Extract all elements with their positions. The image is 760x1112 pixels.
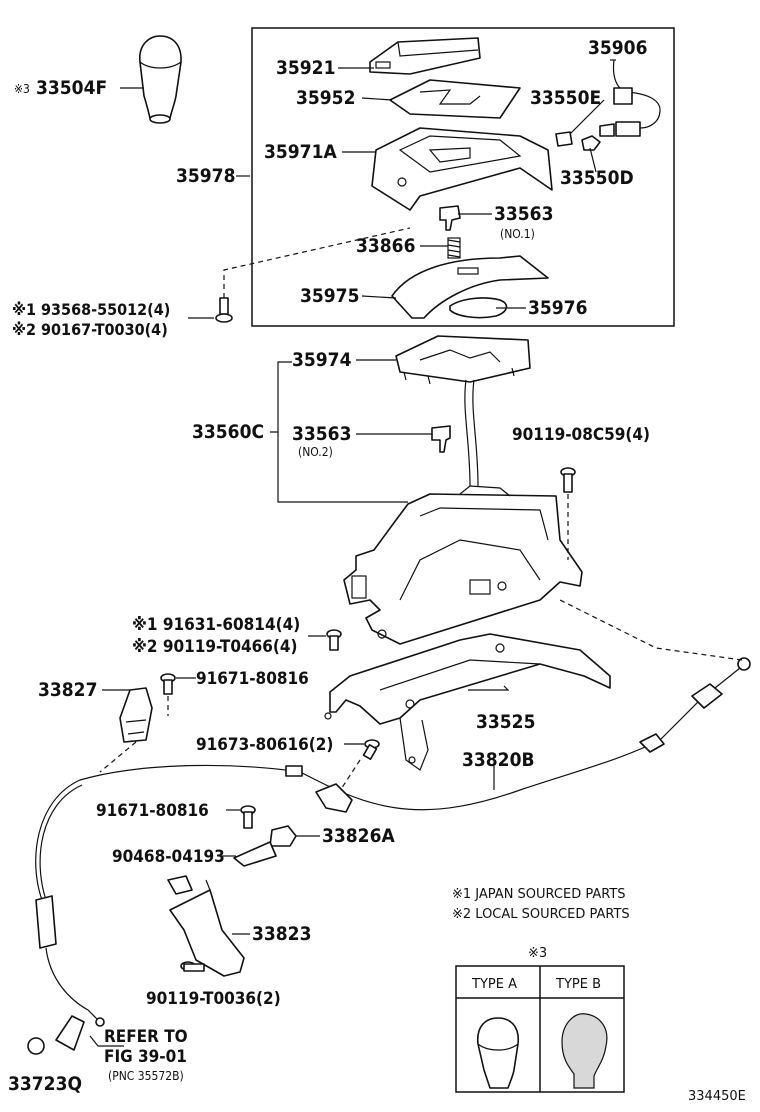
part-33550D-drawing — [581, 135, 601, 151]
label-33826A: 33826A — [322, 825, 395, 847]
cable-dash-upper — [559, 599, 743, 661]
part-35974-drawing — [395, 335, 531, 385]
label-35976: 35976 — [528, 297, 587, 319]
part-33563-no1-drawing — [439, 205, 461, 231]
mark-3-label: ※3 — [14, 82, 30, 96]
label-33550D: 33550D — [560, 167, 634, 189]
label-35952: 35952 — [296, 87, 355, 109]
label-33866: 33866 — [356, 235, 415, 257]
shift-knob-drawing — [139, 35, 182, 124]
part-35975-drawing — [391, 255, 549, 319]
part-33550E-drawing — [555, 131, 573, 147]
label-33525: 33525 — [476, 711, 535, 733]
part-90468-drawing — [167, 875, 193, 895]
label-91671-b: 91671-80816 — [96, 801, 209, 821]
bolt-91671b-drawing — [240, 805, 256, 829]
label-35921: 35921 — [276, 57, 335, 79]
leader-lines — [89, 59, 616, 1047]
label-35906: 35906 — [588, 37, 647, 59]
label-33563-no2: 33563 — [292, 423, 351, 445]
bolt-91671a-drawing — [160, 673, 176, 695]
part-33866-drawing — [447, 237, 461, 259]
shift-housing-drawing — [343, 379, 583, 645]
label-33820B: 33820B — [462, 749, 535, 771]
bolt-93568-drawing — [215, 297, 233, 323]
bolt-90119-T0036-drawing — [180, 961, 205, 972]
part-35906-drawing — [599, 59, 661, 137]
label-33723Q: 33723Q — [8, 1073, 82, 1095]
label-33827: 33827 — [38, 679, 97, 701]
label-bolt-90119-T0466: ※2 90119-T0466(4) — [132, 637, 298, 657]
part-35976-drawing — [449, 297, 508, 319]
part-33827-drawing — [119, 687, 153, 743]
inset-type-a-label: TYPE A — [471, 977, 517, 992]
part-35952-drawing — [389, 79, 521, 119]
figure-id: 334450E — [688, 1089, 746, 1104]
label-33504F: 33504F — [36, 77, 107, 99]
label-91671-a: 91671-80816 — [196, 669, 309, 689]
part-33823-drawing — [169, 879, 245, 977]
label-33550E: 33550E — [530, 87, 601, 109]
cable-end-drawing — [55, 1015, 105, 1051]
label-35978: 35978 — [176, 165, 235, 187]
label-33563-no1: 33563 — [494, 203, 553, 225]
assembly-box — [251, 27, 675, 327]
bolt-91673-drawing — [362, 739, 380, 760]
inset-mark-label: ※3 — [528, 946, 547, 961]
label-90119-08C59: 90119-08C59(4) — [512, 425, 650, 445]
label-refer-to: REFER TO — [104, 1027, 188, 1047]
note-japan-sourced: ※1 JAPAN SOURCED PARTS — [452, 887, 626, 902]
cable-dash-33827 — [99, 741, 137, 773]
label-33563-no2-note: (NO.2) — [298, 445, 333, 459]
part-33563-no2-drawing — [431, 425, 451, 453]
part-35971A-drawing — [371, 127, 553, 211]
label-33823: 33823 — [252, 923, 311, 945]
label-90119-T0036: 90119-T0036(2) — [146, 989, 281, 1009]
label-bolt-91631: ※1 91631-60814(4) — [132, 615, 300, 635]
label-refer-fig: FIG 39-01 — [104, 1047, 187, 1067]
label-refer-pnc: (PNC 35572B) — [108, 1069, 184, 1083]
note-local-sourced: ※2 LOCAL SOURCED PARTS — [452, 907, 630, 922]
bolt-91631-drawing — [326, 629, 342, 651]
label-33563-no1-note: (NO.1) — [500, 227, 535, 241]
label-35974: 35974 — [292, 349, 352, 371]
part-33723Q-drawing — [27, 1037, 45, 1055]
label-33560C: 33560C — [192, 421, 264, 443]
cable-33820B-drawing — [35, 657, 751, 1021]
label-35975: 35975 — [300, 285, 359, 307]
bolt-90119-08C59-drawing — [560, 467, 576, 493]
label-bolt-90167: ※2 90167-T0030(4) — [12, 320, 168, 339]
knob-type-inset — [455, 965, 625, 1093]
label-bolt-93568: ※1 93568-55012(4) — [12, 300, 170, 319]
bolt-93568-dash — [223, 227, 411, 298]
part-33826A-drawing — [233, 825, 297, 867]
part-35921-drawing — [369, 37, 481, 75]
label-90468: 90468-04193 — [112, 847, 225, 867]
label-91673: 91673-80616(2) — [196, 735, 333, 755]
label-35971A: 35971A — [264, 141, 337, 163]
part-33525-drawing — [324, 633, 611, 771]
inset-type-b-label: TYPE B — [555, 977, 601, 992]
